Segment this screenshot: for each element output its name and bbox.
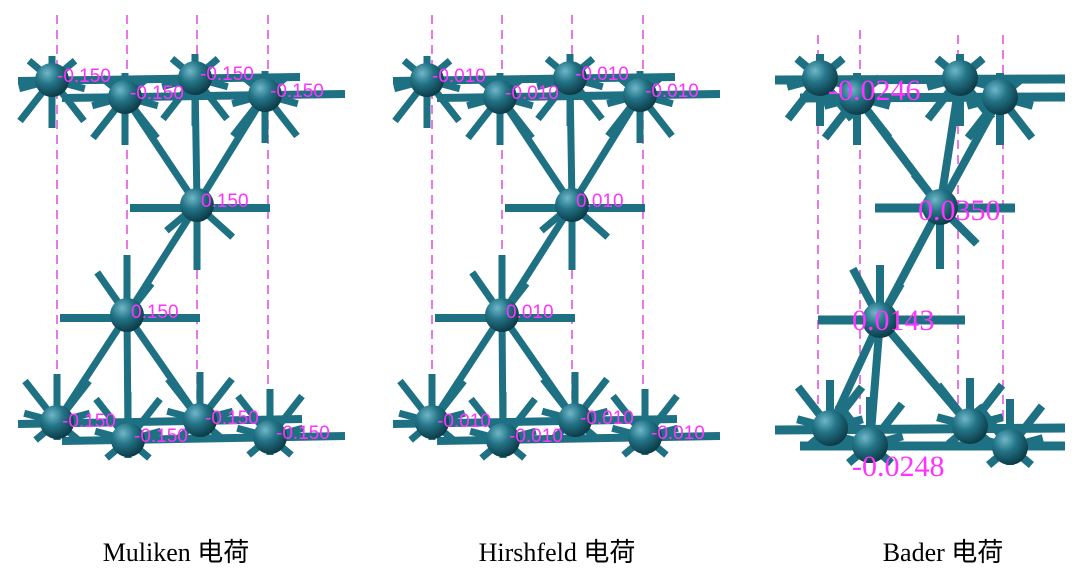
panel-bader-structure: -0.0246 0.0350 0.0143 -0.0248 — [774, 30, 1066, 483]
atom — [628, 420, 662, 454]
charge-label: 0.010 — [576, 191, 624, 212]
atom — [486, 423, 520, 457]
atom — [183, 403, 217, 437]
atom — [558, 403, 592, 437]
charge-label: 0.010 — [506, 302, 554, 323]
bond-bar — [61, 432, 346, 445]
charge-label: -0.150 — [57, 66, 111, 87]
charge-label: -0.010 — [651, 423, 705, 444]
charge-label: -0.150 — [270, 81, 324, 102]
atom — [111, 423, 145, 457]
panel-mulliken-structure: -0.150 -0.150 -0.150 -0.150 0.150 0.150 -0.150… — [17, 15, 346, 461]
atom — [555, 188, 589, 222]
atom — [410, 63, 444, 97]
atom — [623, 78, 657, 112]
atom — [839, 79, 875, 115]
atom — [862, 302, 898, 338]
atom — [110, 298, 144, 332]
charge-label: 0.150 — [201, 191, 249, 212]
atom — [852, 427, 888, 463]
charge-label: -0.010 — [505, 83, 559, 104]
atom — [812, 410, 848, 446]
atom — [982, 79, 1018, 115]
atom — [180, 188, 214, 222]
charge-label: -0.010 — [509, 426, 563, 447]
caption-bader: Bader 电荷 — [883, 538, 1004, 567]
atom — [952, 408, 988, 444]
caption-hirshfeld: Hirshfeld 电荷 — [479, 538, 636, 567]
charge-label: -0.010 — [645, 81, 699, 102]
charge-label: -0.010 — [432, 66, 486, 87]
atom — [992, 429, 1028, 465]
atom — [922, 189, 958, 225]
charge-label: -0.150 — [276, 423, 330, 444]
atom — [802, 60, 838, 96]
charge-label: 0.0350 — [918, 194, 1001, 227]
charge-label: -0.150 — [205, 408, 259, 429]
bond-bar — [436, 432, 721, 445]
atom — [248, 78, 282, 112]
atom — [35, 63, 69, 97]
atom — [415, 405, 449, 439]
atom — [40, 405, 74, 439]
atom — [483, 80, 517, 114]
charge-label: -0.010 — [437, 411, 491, 432]
atom — [942, 60, 978, 96]
caption-mulliken: Muliken 电荷 — [103, 538, 250, 567]
charge-label: -0.150 — [200, 64, 254, 85]
charge-label: 0.150 — [131, 302, 179, 323]
charge-label: -0.150 — [130, 83, 184, 104]
charge-label: -0.150 — [62, 411, 116, 432]
charge-label: -0.0248 — [852, 450, 945, 483]
atom — [485, 298, 519, 332]
atom — [178, 61, 212, 95]
panel-hirshfeld-structure: -0.010 -0.010 -0.010 -0.010 0.010 0.010 -0.010… — [392, 15, 721, 461]
charge-label: -0.010 — [580, 408, 634, 429]
charge-label: 0.0143 — [852, 304, 935, 337]
atom — [553, 61, 587, 95]
charge-label: -0.150 — [134, 426, 188, 447]
charge-label: -0.0246 — [828, 74, 921, 107]
atom — [253, 420, 287, 454]
atom — [108, 80, 142, 114]
charge-label: -0.010 — [575, 64, 629, 85]
